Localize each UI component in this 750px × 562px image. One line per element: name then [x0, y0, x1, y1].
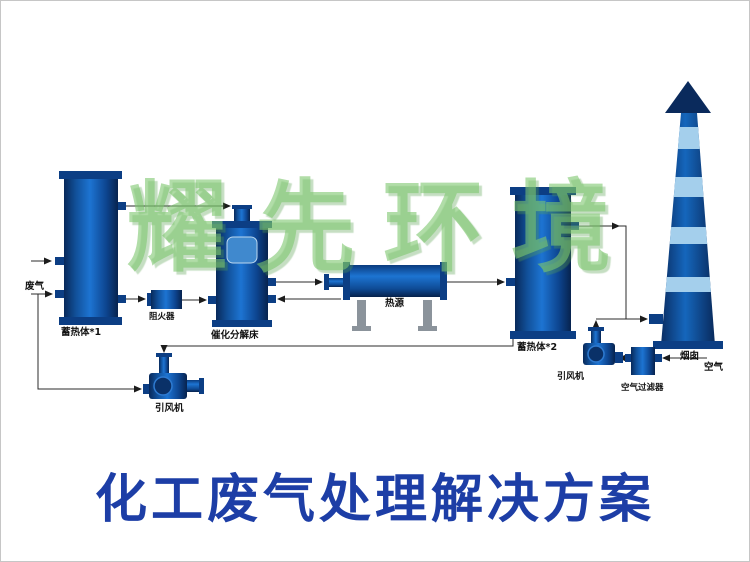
flame-arrester-box: 阻火器	[147, 290, 182, 322]
waste-gas-label: 废气	[25, 280, 45, 292]
air-label: 空气	[704, 361, 724, 373]
air-filter-label: 空气过滤器	[621, 382, 664, 393]
catalytic-bed-vessel: 催化分解床	[208, 205, 276, 341]
regenerator-1-vessel: 蓄热体*1	[55, 171, 126, 338]
heat-source-label: 热源	[385, 297, 405, 309]
induced-fan-right: 引风机	[557, 327, 623, 382]
chimney-cap	[665, 81, 711, 113]
air-filter-box: 空气过滤器	[621, 347, 664, 393]
regenerator-2-label: 蓄热体*2	[517, 341, 557, 353]
regenerator-1-label: 蓄热体*1	[61, 326, 101, 338]
chimney-stack: 烟囱	[649, 81, 723, 362]
pipe-lines-and-arrows	[31, 202, 707, 393]
induced-fan-right-label: 引风机	[557, 370, 584, 382]
page-title: 化工废气处理解决方案	[94, 469, 655, 530]
flame-arrester-label: 阻火器	[149, 312, 175, 322]
heat-source-tank: 热源	[324, 262, 447, 331]
catalytic-bed-label: 催化分解床	[211, 329, 259, 341]
induced-fan-left-label: 引风机	[155, 402, 184, 414]
regenerator-2-vessel: 蓄热体*2	[506, 187, 579, 353]
chimney-label: 烟囱	[680, 350, 699, 362]
induced-fan-left: 引风机	[143, 353, 204, 414]
